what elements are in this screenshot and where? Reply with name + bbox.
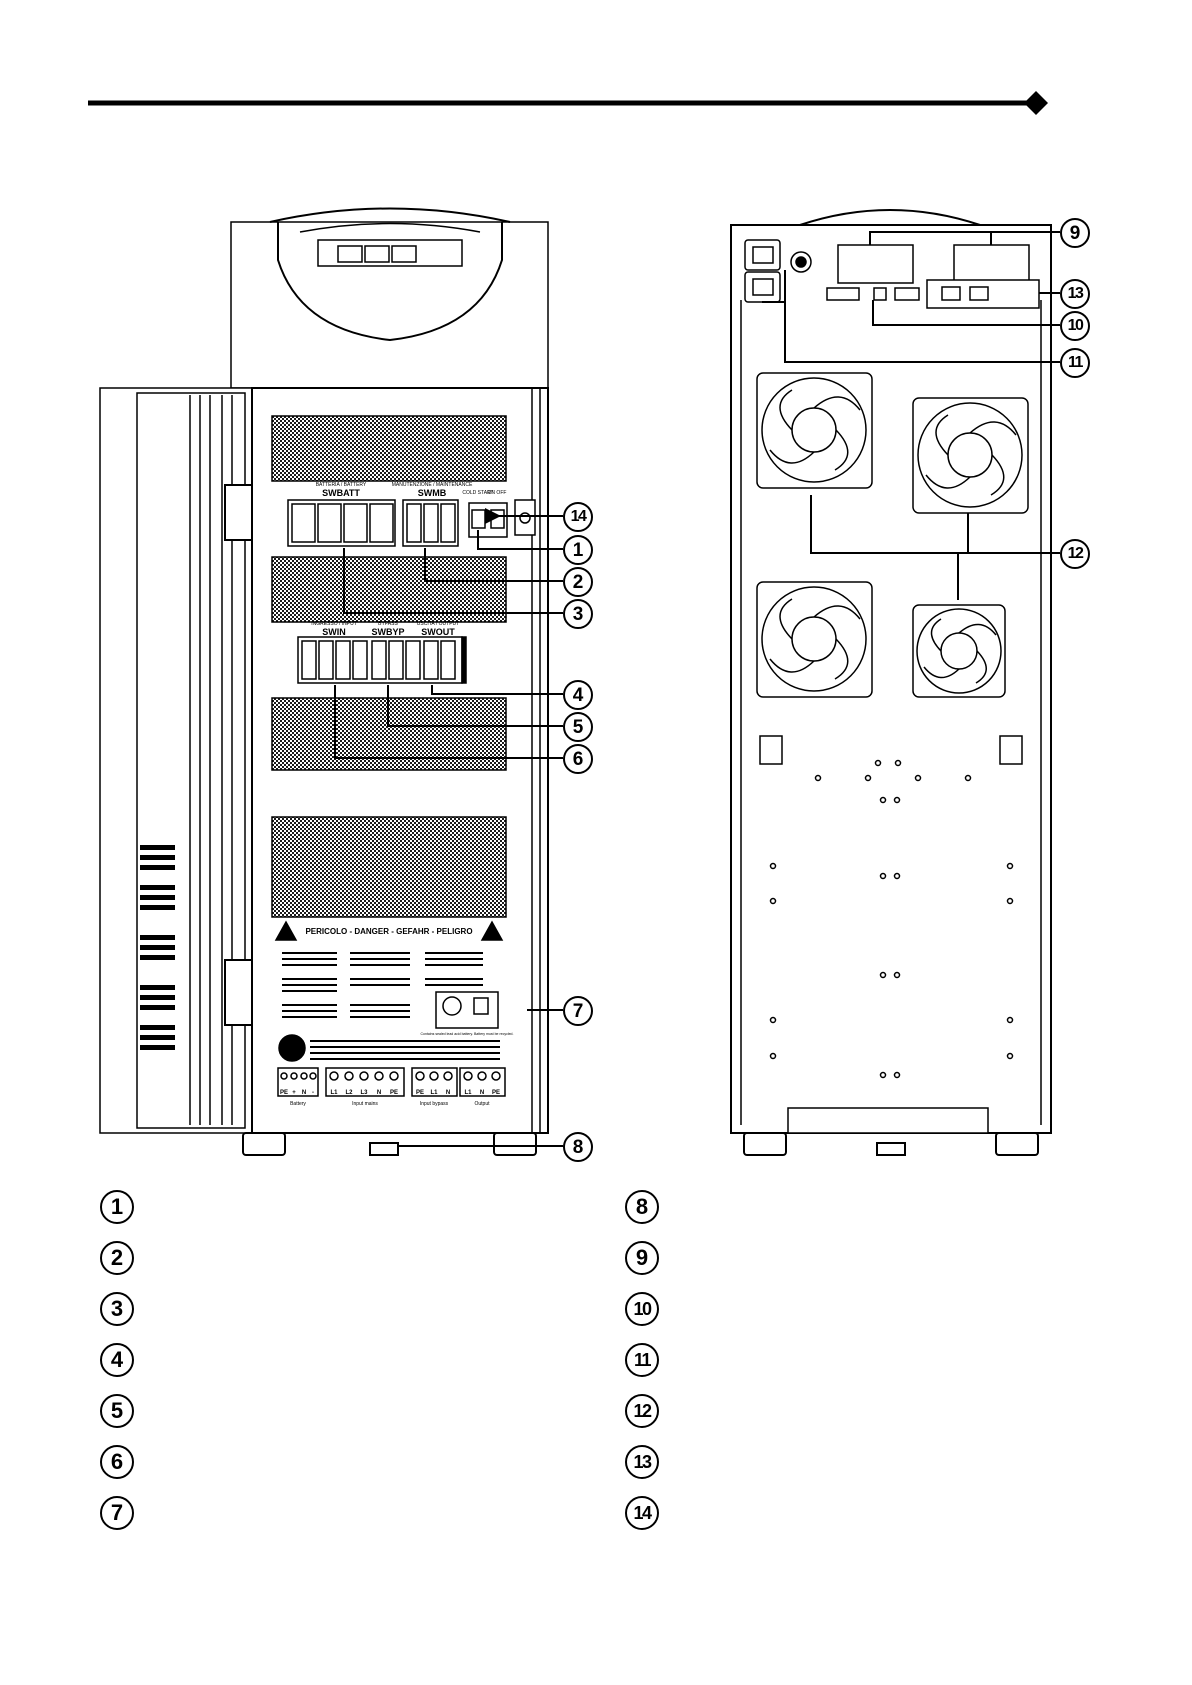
callout-11: 11: [1060, 348, 1090, 378]
legend-number: 3: [100, 1292, 134, 1326]
cold-start-label: COLD START: [462, 490, 493, 496]
battery-note: Contains sealed lead acid battery. Batte…: [421, 1032, 514, 1036]
legend-item: 7: [100, 1496, 152, 1530]
terminal-group-label: Input bypass: [420, 1101, 449, 1107]
warning-title: PERICOLO - DANGER - GEFAHR - PELIGRO: [305, 927, 472, 936]
legend-number: 6: [100, 1445, 134, 1479]
legend-item: 4: [100, 1343, 152, 1377]
switch-sublabel: USCITA / OUTPUT: [417, 621, 459, 627]
legend-number: 4: [100, 1343, 134, 1377]
terminal-label: +: [292, 1090, 296, 1096]
legend-item: 11: [625, 1343, 677, 1377]
legend-item: 6: [100, 1445, 152, 1479]
leader-lines: [334, 231, 1060, 1147]
terminal-group-label: Battery: [290, 1101, 306, 1107]
callout-5: 5: [563, 712, 593, 742]
terminal-label: N: [377, 1090, 381, 1096]
legend-number: 5: [100, 1394, 134, 1428]
legend-number: 8: [625, 1190, 659, 1224]
front-view-labels: BATTERIA / BATTERY SWBATT MANUTENZIONE /…: [280, 482, 513, 1107]
switch-sublabel: INGRESSO / INPUT: [311, 621, 357, 627]
terminal-label: -: [312, 1090, 314, 1096]
legend-item: 12: [625, 1394, 677, 1428]
legend-item: 14: [625, 1496, 677, 1530]
callout-10: 10: [1060, 311, 1090, 341]
legend-item: 8: [625, 1190, 677, 1224]
legend-number: 10: [625, 1292, 659, 1326]
callout-7: 7: [563, 996, 593, 1026]
terminal-label: PE: [416, 1090, 424, 1096]
callout-8: 8: [563, 1132, 593, 1162]
legend-number: 11: [625, 1343, 659, 1377]
legend-number: 7: [100, 1496, 134, 1530]
terminal-label: PE: [280, 1090, 288, 1096]
terminal-group-label: Output: [474, 1101, 490, 1107]
legend-item: 10: [625, 1292, 677, 1326]
on-off-label: ON OFF: [488, 490, 507, 496]
switch-label: SWMB: [418, 488, 447, 498]
front-view: [99, 207, 549, 1156]
rear-view: [730, 209, 1052, 1156]
switch-label: SWBATT: [322, 488, 360, 498]
callout-13: 13: [1060, 279, 1090, 309]
fan-bottom-left: [756, 581, 873, 698]
switch-label: SWBYP: [371, 627, 404, 637]
terminal-label: L1: [464, 1090, 472, 1096]
terminal-label: PE: [390, 1090, 398, 1096]
legend-number: 2: [100, 1241, 134, 1275]
callout-14: 14: [563, 502, 593, 532]
switch-sublabel: BATTERIA / BATTERY: [316, 482, 367, 488]
switch-sublabel: BYPASS: [378, 621, 398, 627]
fan-bottom-right: [912, 604, 1006, 698]
terminal-group-label: Input mains: [352, 1101, 378, 1107]
legend-item: 5: [100, 1394, 152, 1428]
legend-item: 3: [100, 1292, 152, 1326]
callout-2: 2: [563, 567, 593, 597]
legend-item: 13: [625, 1445, 677, 1479]
legend-item: 9: [625, 1241, 677, 1275]
terminal-label: N: [480, 1090, 484, 1096]
callout-4: 4: [563, 680, 593, 710]
rear-holes: [769, 759, 1014, 1079]
legend-number: 12: [625, 1394, 659, 1428]
terminal-label: L3: [360, 1090, 368, 1096]
header-rule: [88, 91, 1048, 115]
legend-item: 2: [100, 1241, 152, 1275]
terminal-block: [277, 1067, 506, 1097]
terminal-label: N: [302, 1090, 306, 1096]
callout-6: 6: [563, 744, 593, 774]
fan-top-left: [756, 372, 873, 489]
callout-3: 3: [563, 599, 593, 629]
door-vents: [140, 845, 175, 1050]
switch-label: SWOUT: [421, 627, 455, 637]
legend-number: 1: [100, 1190, 134, 1224]
terminal-label: L1: [330, 1090, 338, 1096]
terminal-label: L2: [345, 1090, 353, 1096]
callout-9: 9: [1060, 218, 1090, 248]
switch-sublabel: MANUTENZIONE / MAINTENANCE: [392, 482, 473, 488]
legend-number: 9: [625, 1241, 659, 1275]
legend-number: 13: [625, 1445, 659, 1479]
callout-1: 1: [563, 535, 593, 565]
fan-top-right: [912, 397, 1029, 514]
legend-number: 14: [625, 1496, 659, 1530]
terminal-label: N: [446, 1090, 450, 1096]
switch-label: SWIN: [322, 627, 346, 637]
terminal-label: PE: [492, 1090, 500, 1096]
terminal-label: L1: [430, 1090, 438, 1096]
callout-12: 12: [1060, 539, 1090, 569]
legend-item: 1: [100, 1190, 152, 1224]
